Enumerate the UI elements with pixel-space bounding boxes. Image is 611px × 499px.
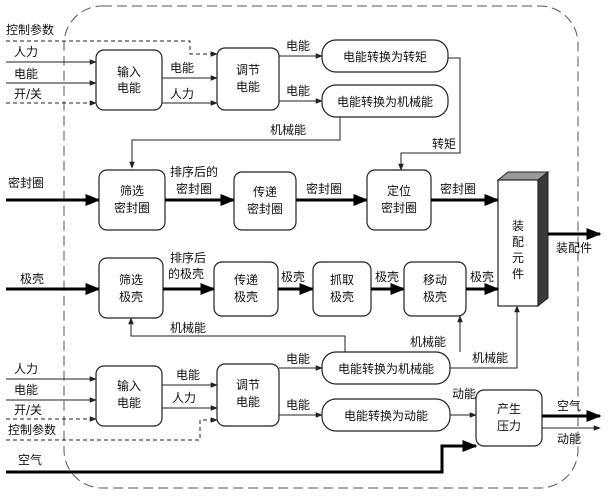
flow-label-kinetic-in: 动能	[452, 387, 476, 401]
flow-control-params-top	[6, 40, 218, 57]
input-manpower-top: 人力	[14, 45, 38, 59]
flow-label-power-a: 电能	[170, 61, 194, 75]
flow-label-sorted-seal-1: 排序后的	[170, 164, 218, 179]
box-transfer-shell	[213, 261, 279, 317]
flow-label-power-e: 电能	[286, 352, 310, 366]
box-assemble-component	[496, 170, 550, 308]
box-to-mech-bottom	[321, 351, 451, 385]
output-kinetic-energy: 动能	[557, 432, 581, 446]
label-regulate-power-bottom-2: 电能	[236, 395, 260, 409]
label-position-seal-1: 定位	[387, 183, 411, 198]
box-to-torque	[321, 39, 449, 73]
flow-label-power-f: 电能	[286, 398, 310, 412]
flow-torque	[398, 57, 461, 171]
flow-label-power-b: 电能	[286, 39, 310, 53]
output-air: 空气	[557, 398, 581, 413]
input-seal-ring: 密封圈	[8, 175, 44, 190]
input-air: 空气	[18, 452, 42, 467]
flow-label-mech-energy-left: 机械能	[170, 320, 206, 335]
flow-label-manpower-b: 人力	[172, 391, 196, 405]
label-regulate-power-bottom-1: 调节	[236, 378, 260, 392]
label-input-power-bottom-1: 输入	[117, 378, 141, 393]
flow-label-power-c: 电能	[286, 84, 310, 98]
label-to-kinetic: 电能转换为动能	[344, 408, 428, 423]
system-boundary	[63, 5, 579, 489]
box-position-seal	[366, 169, 432, 231]
label-filter-shell-1: 筛选	[119, 272, 143, 287]
flow-label-manpower-a: 人力	[170, 87, 194, 101]
label-regulate-power-top-1: 调节	[236, 63, 260, 77]
input-power-top: 电能	[14, 67, 38, 81]
label-regulate-power-top-2: 电能	[236, 80, 260, 94]
label-position-seal-2: 密封圈	[381, 200, 417, 215]
flow-label-sorted-seal-2: 密封圈	[176, 181, 212, 196]
label-to-torque: 电能转换为转矩	[343, 49, 427, 64]
box-move-shell	[403, 261, 467, 317]
box-input-power-bottom	[95, 365, 163, 427]
label-assemble-3: 元	[512, 251, 524, 265]
label-transfer-seal-2: 密封圈	[247, 201, 283, 216]
label-transfer-shell-1: 传递	[234, 272, 258, 287]
label-input-power-top-1: 输入	[117, 64, 141, 79]
label-move-shell-1: 移动	[423, 273, 447, 287]
flow-label-mech-energy-mid: 机械能	[410, 334, 446, 349]
label-assemble-1: 装	[512, 219, 524, 233]
input-manpower-bottom: 人力	[14, 362, 38, 376]
flow-label-sorted-shell-2: 的极壳	[168, 266, 204, 281]
output-assembled-part: 装配件	[556, 241, 592, 255]
label-move-shell-2: 极壳	[423, 290, 447, 304]
flow-mech-energy-top	[129, 117, 341, 169]
flow-control-params-bottom	[6, 417, 218, 441]
label-input-power-bottom-2: 电能	[117, 396, 141, 410]
box-grab-shell	[312, 261, 372, 317]
input-onoff-top: 开/关	[14, 87, 42, 101]
flow-label-mech-energy-top: 机械能	[270, 122, 306, 137]
flow-label-shell-c: 极壳	[470, 270, 494, 284]
label-filter-seal-1: 筛选	[120, 183, 144, 198]
input-pole-shell: 极壳	[20, 272, 44, 286]
label-generate-pressure-1: 产生	[497, 402, 521, 416]
label-input-power-top-2: 电能	[117, 81, 141, 95]
flow-label-torque: 转矩	[432, 136, 456, 151]
flow-label-sorted-shell-1: 排序后	[170, 250, 206, 265]
input-control-params-top: 控制参数	[6, 22, 54, 37]
box-transfer-seal	[233, 171, 297, 231]
label-filter-seal-2: 密封圈	[114, 200, 150, 215]
label-assemble-4: 件	[512, 267, 524, 281]
flow-mech-energy-right	[450, 305, 520, 369]
label-to-mech-top: 电能转换为机械能	[337, 94, 433, 109]
box-filter-seal	[98, 169, 166, 231]
input-onoff-bottom: 开/关	[14, 403, 42, 417]
label-filter-shell-2: 极壳	[119, 290, 143, 304]
flow-label-seal-b: 密封圈	[440, 181, 476, 196]
flow-label-power-d: 电能	[176, 368, 200, 382]
box-filter-shell	[98, 257, 164, 319]
box-regulate-power-bottom	[216, 363, 280, 427]
flow-air-in	[6, 440, 478, 474]
flow-label-shell-a: 极壳	[281, 270, 305, 284]
label-to-mech-bottom: 电能转换为机械能	[338, 361, 434, 376]
label-transfer-shell-2: 极壳	[234, 290, 258, 304]
input-power-bottom: 电能	[14, 383, 38, 397]
flow-label-shell-b: 极壳	[375, 270, 399, 284]
label-grab-shell-2: 极壳	[330, 290, 354, 304]
box-input-power-top	[95, 49, 163, 111]
label-generate-pressure-2: 压力	[497, 419, 521, 433]
flow-label-seal-a: 密封圈	[306, 181, 342, 196]
input-control-params-bottom: 控制参数	[8, 422, 56, 437]
label-assemble-2: 配	[512, 235, 524, 249]
label-transfer-seal-1: 传递	[253, 184, 277, 199]
flow-mech-energy-left	[128, 317, 346, 352]
flow-label-mech-energy-right: 机械能	[472, 350, 508, 365]
label-grab-shell-1: 抓取	[330, 273, 354, 287]
box-generate-pressure	[475, 389, 543, 447]
box-regulate-power-top	[216, 47, 280, 111]
box-to-mech-top	[321, 84, 449, 118]
